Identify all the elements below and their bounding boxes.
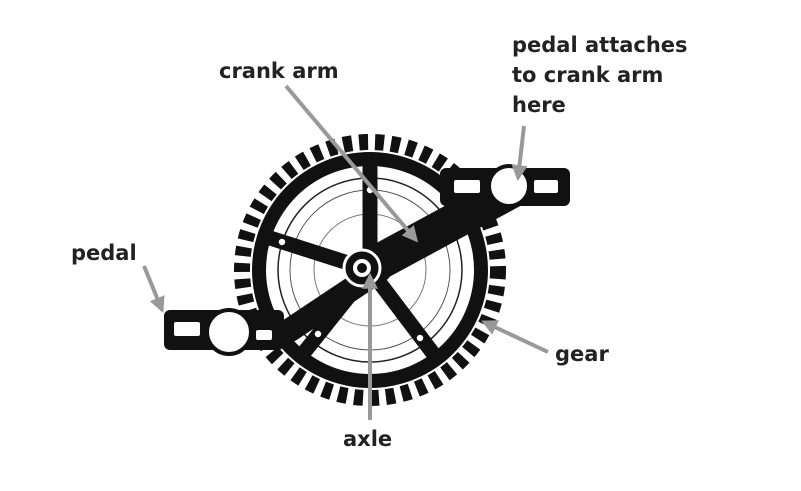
label-pedal-attaches: pedal attaches to crank arm here	[512, 30, 688, 120]
arrow-pedal	[142, 265, 165, 313]
pedal-right	[440, 164, 570, 208]
label-pedal-attaches-line3: here	[512, 93, 566, 117]
label-pedal-attaches-line2: to crank arm	[512, 63, 664, 87]
label-gear: gear	[555, 342, 609, 366]
pedal-left	[164, 308, 284, 356]
axle	[342, 248, 382, 288]
arrow-pedal-attach	[511, 125, 528, 182]
label-pedal: pedal	[71, 241, 137, 265]
pointer-arrows	[142, 84, 549, 420]
chainring-bolts	[277, 185, 425, 343]
label-axle: axle	[343, 427, 393, 451]
arrow-gear	[481, 320, 549, 354]
label-crank-arm: crank arm	[219, 59, 339, 83]
arrow-crank-arm	[284, 84, 419, 243]
label-pedal-attaches-line1: pedal attaches	[512, 33, 688, 57]
